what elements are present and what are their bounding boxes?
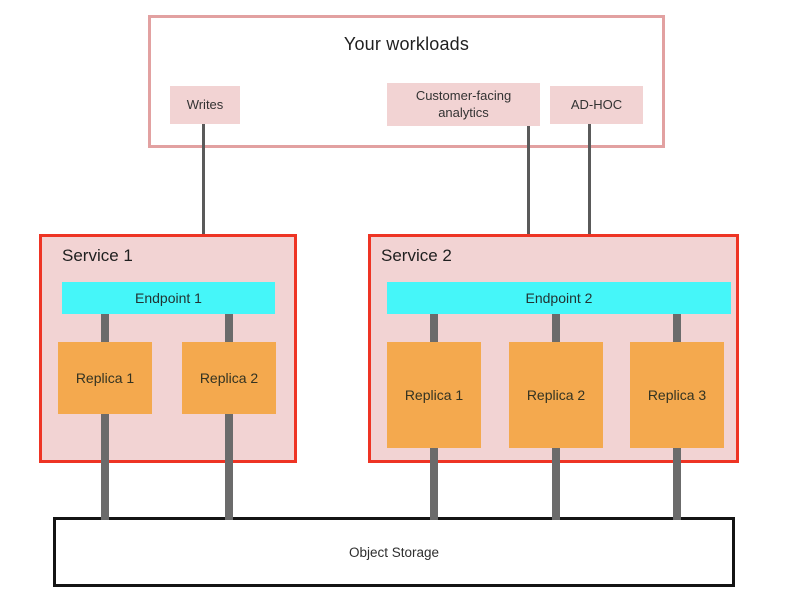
endpoint-2-label: Endpoint 2 <box>525 290 593 306</box>
arrow-analytics-to-endpoint2 <box>527 126 530 266</box>
arrow-writes-to-endpoint1 <box>202 124 205 266</box>
workload-item-writes-label: Writes <box>186 96 224 112</box>
workload-item-adhoc: AD-HOC <box>550 86 643 124</box>
service-1-replica-2-label: Replica 2 <box>199 370 259 386</box>
workload-item-analytics-label: Customer-facing analytics <box>415 88 512 120</box>
service-1-replica-1-label: Replica 1 <box>75 370 135 386</box>
workload-item-adhoc-label: AD-HOC <box>570 96 623 112</box>
connector-s2-replica2-storage <box>552 448 560 520</box>
service-2-replica-1: Replica 1 <box>387 342 481 448</box>
workload-item-customer-facing-analytics: Customer-facing analytics <box>387 83 540 126</box>
service-2-replica-2-label: Replica 2 <box>526 387 586 403</box>
object-storage-box: Object Storage <box>53 517 735 587</box>
connector-endpoint2-replica3 <box>673 314 681 342</box>
endpoint-1: Endpoint 1 <box>62 282 275 314</box>
endpoint-1-label: Endpoint 1 <box>135 290 202 306</box>
service-2-replica-2: Replica 2 <box>509 342 603 448</box>
connector-endpoint1-replica2 <box>225 314 233 342</box>
connector-s2-replica3-storage <box>673 448 681 520</box>
arrow-adhoc-to-endpoint2 <box>588 124 591 266</box>
service-1-replica-2: Replica 2 <box>182 342 276 414</box>
service-2-label: Service 2 <box>381 246 452 265</box>
connector-s2-replica1-storage <box>430 448 438 520</box>
object-storage-label: Object Storage <box>348 544 440 560</box>
service-2-replica-3: Replica 3 <box>630 342 724 448</box>
service-1-label: Service 1 <box>62 246 133 265</box>
endpoint-2: Endpoint 2 <box>387 282 731 314</box>
connector-s1-replica1-storage <box>101 414 109 520</box>
service-2-replica-3-label: Replica 3 <box>647 387 707 403</box>
connector-endpoint2-replica2 <box>552 314 560 342</box>
connector-endpoint2-replica1 <box>430 314 438 342</box>
service-1-replica-1: Replica 1 <box>58 342 152 414</box>
workload-item-writes: Writes <box>170 86 240 124</box>
your-workloads-title: Your workloads <box>343 34 470 54</box>
connector-s1-replica2-storage <box>225 414 233 520</box>
connector-endpoint1-replica1 <box>101 314 109 342</box>
service-2-replica-1-label: Replica 1 <box>404 387 464 403</box>
